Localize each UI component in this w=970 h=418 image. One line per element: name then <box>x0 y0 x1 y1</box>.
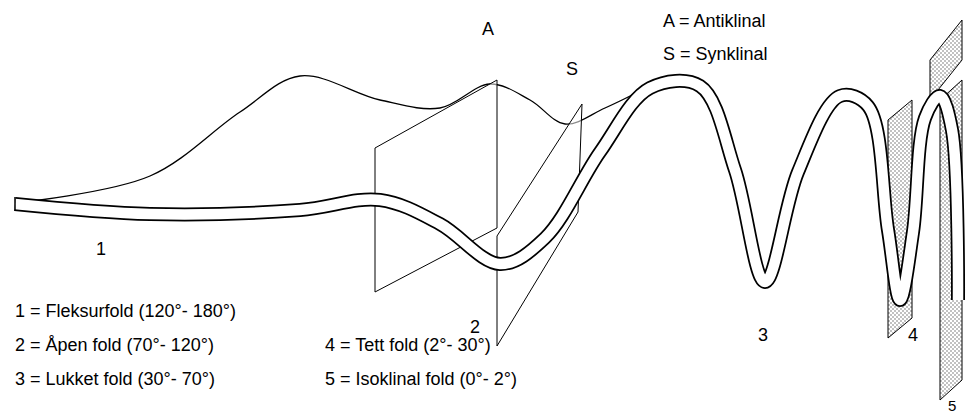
legend-key: S = Synklinal <box>663 45 768 65</box>
fold-layer-fill <box>15 81 958 300</box>
plane-letter: A <box>482 20 494 40</box>
axial-plane <box>930 20 962 100</box>
syncline-axial-plane <box>497 104 582 346</box>
fold-layer-outline <box>15 81 958 300</box>
layer-end <box>14 197 16 211</box>
callout-number: 4 <box>908 326 918 346</box>
callout-number: 5 <box>948 398 956 415</box>
fold-class-key: 5 = Isoklinal fold (0°- 2°) <box>325 370 517 390</box>
fold-class-key: 2 = Åpen fold (70°- 120°) <box>15 336 214 356</box>
callout-number: 2 <box>470 318 480 338</box>
fold-class-key: 4 = Tett fold (2°- 30°) <box>325 336 491 356</box>
legend-key: A = Antiklinal <box>663 12 766 32</box>
fold-class-key: 1 = Fleksurfold (120°- 180°) <box>15 302 236 322</box>
callout-number: 1 <box>96 240 106 260</box>
callout-number: 3 <box>758 326 768 346</box>
plane-letter: S <box>566 60 578 80</box>
fold-class-key: 3 = Lukket fold (30°- 70°) <box>15 370 215 390</box>
